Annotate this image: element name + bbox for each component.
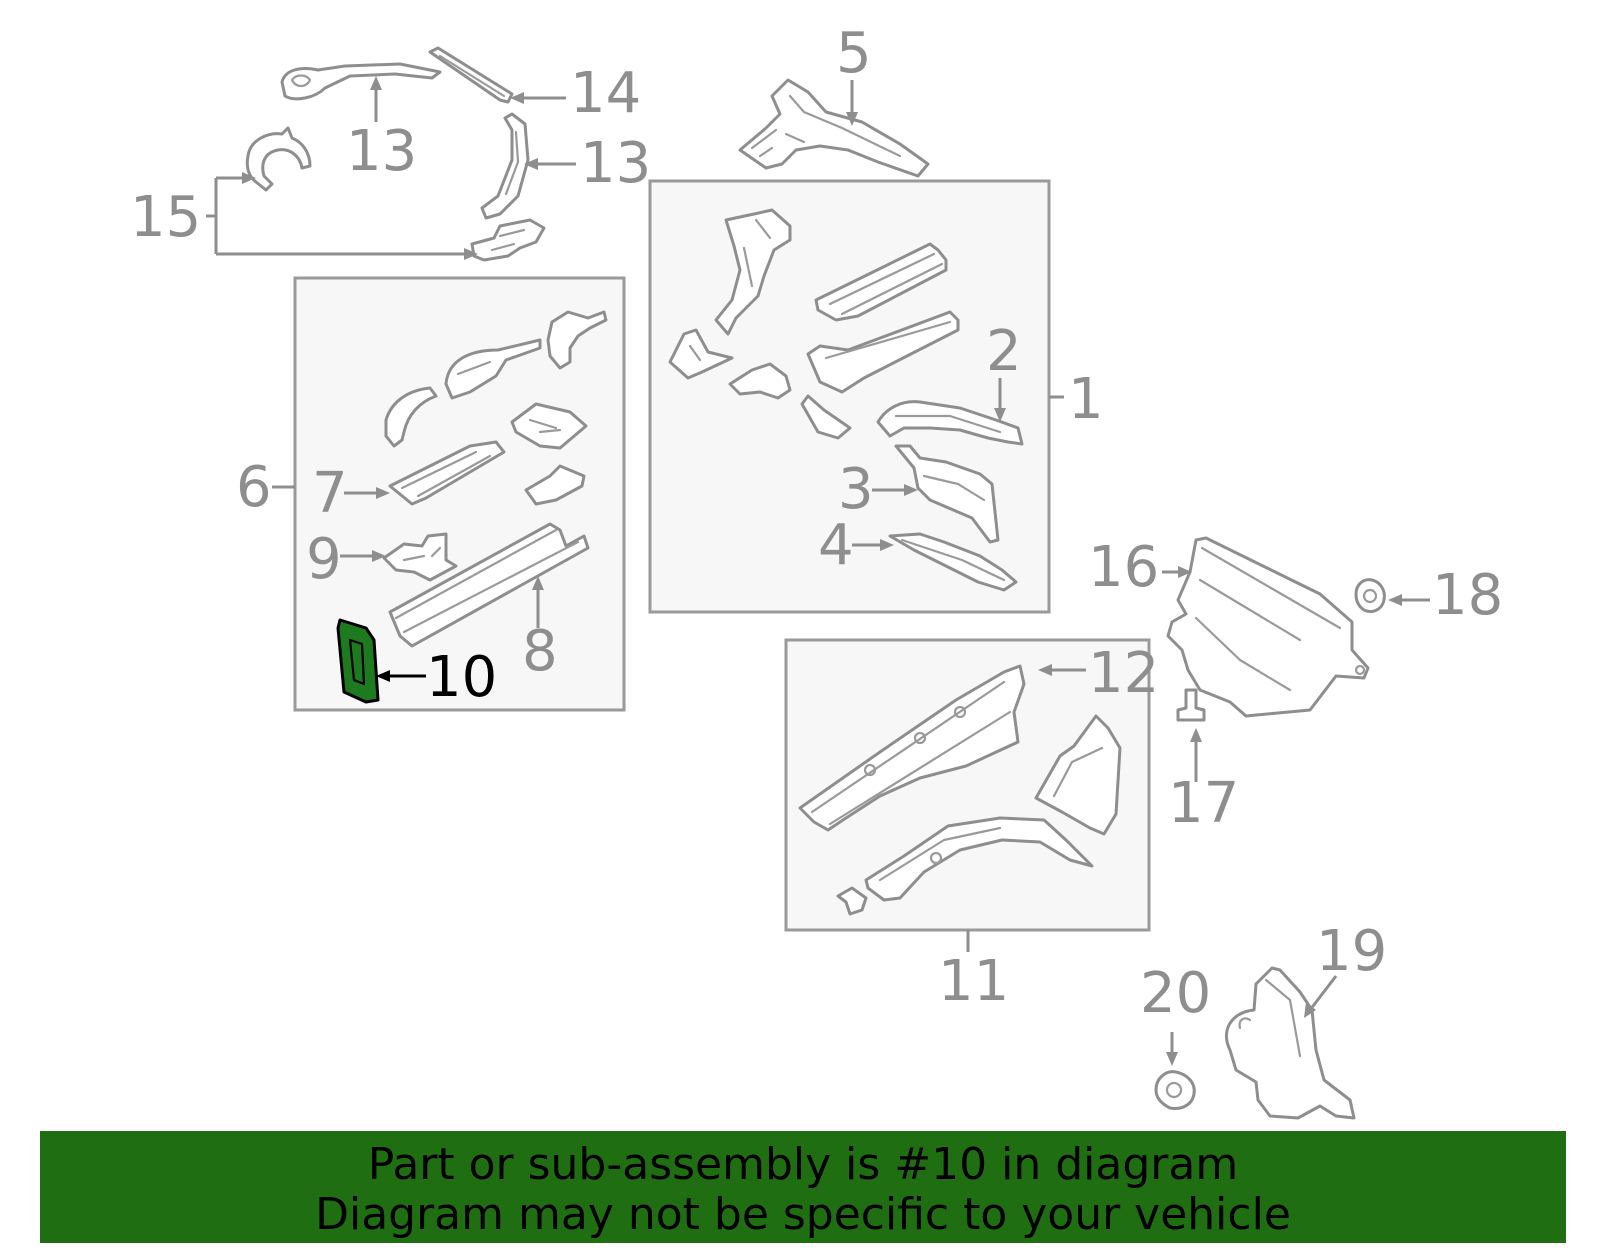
part-6-arch[interactable] (384, 386, 438, 448)
leader-19 (1308, 975, 1338, 1011)
callout-8[interactable]: 8 (522, 619, 558, 684)
part-13-upper[interactable] (280, 62, 442, 101)
callout-15[interactable]: 15 (130, 185, 201, 250)
part-1-gusset[interactable] (668, 328, 734, 380)
part-14[interactable] (428, 46, 514, 104)
callout-4[interactable]: 4 (818, 513, 854, 578)
part-11-bracket[interactable] (1034, 714, 1122, 836)
part-6-upper-rail[interactable] (444, 338, 542, 400)
part-13-lower[interactable] (480, 112, 530, 220)
part-18[interactable] (1354, 578, 1386, 614)
part-6-top-bracket[interactable] (546, 310, 608, 370)
part-1-pillar[interactable] (714, 208, 792, 336)
callout-11[interactable]: 11 (938, 949, 1009, 1014)
callout-6[interactable]: 6 (236, 455, 272, 520)
callout-9[interactable]: 9 (306, 527, 342, 592)
part-16[interactable] (1166, 536, 1370, 718)
info-banner: Part or sub-assembly is #10 in diagram D… (40, 1131, 1566, 1243)
part-4[interactable] (888, 532, 1018, 592)
callout-13-upper[interactable]: 13 (346, 119, 417, 184)
part-11-lower-rail[interactable] (864, 816, 1094, 902)
callout-2[interactable]: 2 (986, 319, 1022, 384)
part-8[interactable] (388, 522, 590, 648)
part-3[interactable] (894, 444, 1000, 544)
part-15-clip[interactable] (245, 126, 312, 192)
part-1-small-plate[interactable] (800, 394, 852, 440)
part-6-small-bracket[interactable] (524, 464, 586, 506)
leader-15 (206, 176, 470, 256)
callout-7[interactable]: 7 (312, 461, 348, 526)
part-5[interactable] (738, 78, 930, 178)
part-1-lower-rail[interactable] (806, 310, 960, 394)
part-20[interactable] (1154, 1070, 1196, 1110)
part-12[interactable] (798, 664, 1026, 832)
callout-14[interactable]: 14 (570, 61, 641, 126)
part-1-upper-rail[interactable] (814, 242, 948, 322)
group-box-1 (648, 179, 1051, 614)
part-11-small-clip[interactable] (836, 886, 868, 916)
callout-18[interactable]: 18 (1432, 563, 1503, 628)
banner-line-2: Diagram may not be specific to your vehi… (315, 1189, 1291, 1240)
part-17[interactable] (1176, 688, 1206, 722)
callout-19[interactable]: 19 (1316, 919, 1387, 984)
part-9[interactable] (382, 532, 458, 582)
part-15-bracket[interactable] (470, 218, 546, 262)
part-7[interactable] (388, 440, 506, 506)
part-10[interactable] (336, 618, 380, 704)
callout-1[interactable]: 1 (1068, 367, 1104, 432)
callout-20[interactable]: 20 (1140, 961, 1211, 1026)
callout-16[interactable]: 16 (1088, 535, 1159, 600)
part-19[interactable] (1224, 966, 1356, 1120)
part-2[interactable] (876, 400, 1024, 446)
callout-3[interactable]: 3 (838, 457, 874, 522)
callout-10[interactable]: 10 (426, 645, 497, 710)
banner-line-1: Part or sub-assembly is #10 in diagram (367, 1139, 1239, 1190)
callout-13-lower[interactable]: 13 (580, 131, 651, 196)
callout-17[interactable]: 17 (1168, 771, 1239, 836)
callout-12[interactable]: 12 (1088, 641, 1159, 706)
callout-5[interactable]: 5 (836, 21, 872, 86)
part-1-small-bracket[interactable] (728, 362, 792, 400)
part-6-block[interactable] (510, 402, 588, 450)
